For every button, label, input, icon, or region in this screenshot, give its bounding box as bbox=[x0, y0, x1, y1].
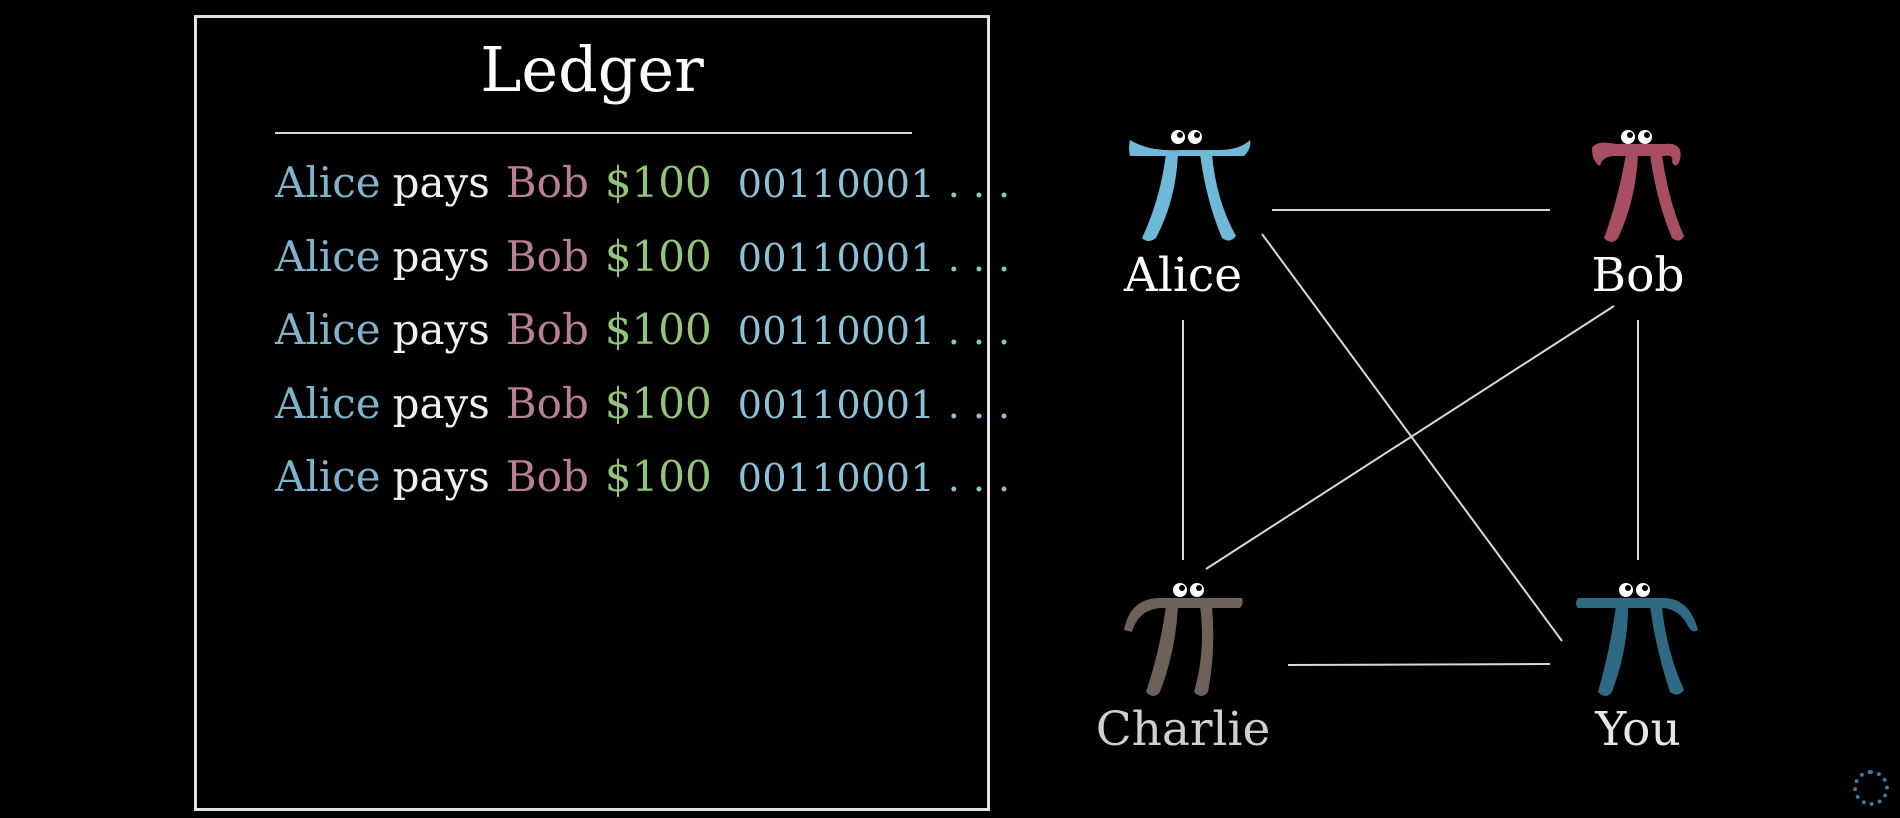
signature: 00110001 . . . bbox=[737, 309, 1011, 353]
charlie-pi-creature bbox=[1124, 583, 1243, 696]
pays-verb: pays bbox=[392, 305, 490, 354]
signature: 00110001 . . . bbox=[737, 236, 1011, 280]
loading-spinner-icon bbox=[1853, 770, 1889, 806]
payment-amount: $100 bbox=[604, 232, 712, 281]
pays-verb: pays bbox=[392, 379, 490, 428]
payer-name: Alice bbox=[275, 305, 381, 354]
payee-name: Bob bbox=[505, 232, 589, 281]
payer-name: Alice bbox=[275, 232, 381, 281]
edge-charlie-you bbox=[1287, 663, 1551, 666]
ledger-title: Ledger bbox=[480, 33, 704, 106]
payment-amount: $100 bbox=[604, 452, 712, 501]
pays-verb: pays bbox=[392, 232, 490, 281]
bob-pi-creature bbox=[1592, 130, 1684, 242]
node-label-alice: Alice bbox=[1123, 248, 1243, 303]
alice-pi-creature bbox=[1129, 130, 1251, 241]
you-pi-creature bbox=[1576, 583, 1698, 696]
edge-alice-you bbox=[1261, 233, 1563, 642]
payment-amount: $100 bbox=[604, 305, 712, 354]
signature: 00110001 . . . bbox=[737, 383, 1011, 427]
signature: 00110001 . . . bbox=[737, 162, 1011, 206]
pays-verb: pays bbox=[392, 452, 490, 501]
signature: 00110001 . . . bbox=[737, 456, 1011, 500]
payee-name: Bob bbox=[505, 158, 589, 207]
payer-name: Alice bbox=[275, 158, 381, 207]
payer-name: Alice bbox=[275, 452, 381, 501]
payment-amount: $100 bbox=[604, 158, 712, 207]
ledger-panel bbox=[194, 15, 990, 811]
node-label-you: You bbox=[1595, 702, 1681, 757]
payment-amount: $100 bbox=[604, 379, 712, 428]
payer-name: Alice bbox=[275, 379, 381, 428]
payee-name: Bob bbox=[505, 379, 589, 428]
ledger-divider bbox=[275, 132, 912, 134]
edge-bob-charlie bbox=[1205, 305, 1615, 570]
payee-name: Bob bbox=[505, 452, 589, 501]
node-label-bob: Bob bbox=[1591, 248, 1685, 303]
pays-verb: pays bbox=[392, 158, 490, 207]
node-label-charlie: Charlie bbox=[1095, 702, 1271, 757]
payee-name: Bob bbox=[505, 305, 589, 354]
